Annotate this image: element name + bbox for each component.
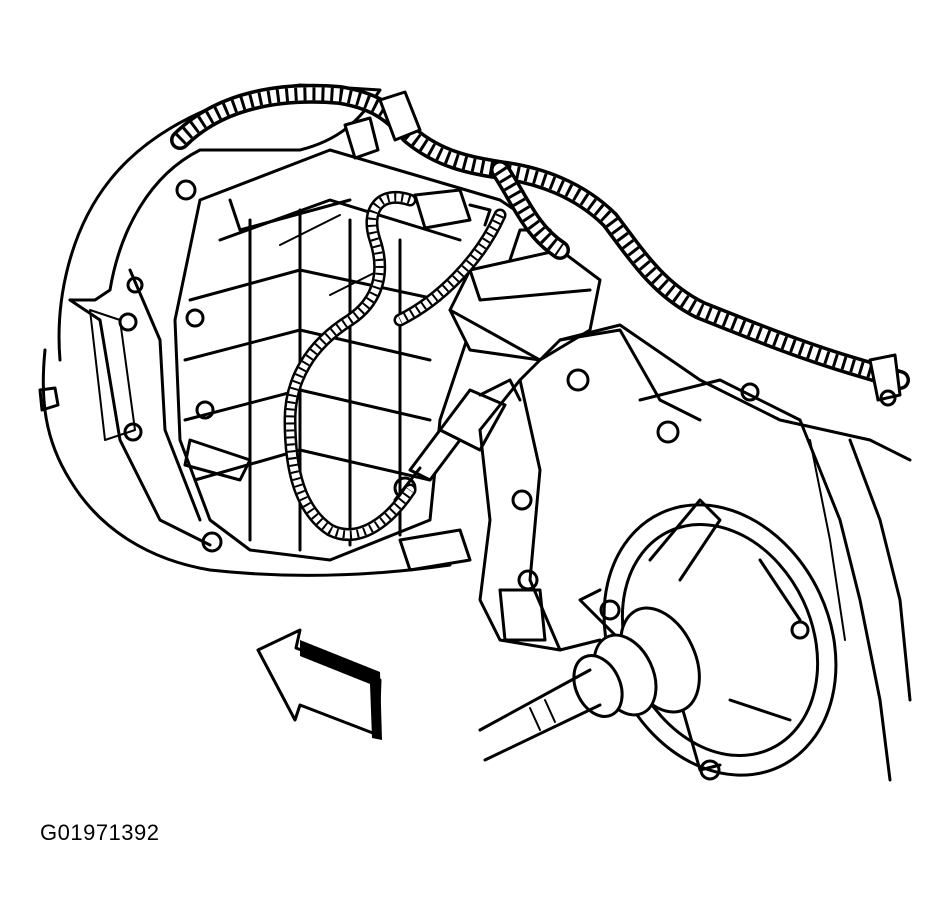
slip-yoke [478, 606, 701, 762]
shift-tower [448, 228, 602, 362]
front-direction-arrow [256, 628, 382, 740]
speed-sensor [393, 378, 522, 502]
extension-housing [478, 323, 912, 782]
bell-housing [38, 83, 452, 577]
figure-code: G01971392 [40, 820, 160, 845]
harness-connector [413, 188, 492, 230]
sensor-wire-loom [283, 190, 507, 541]
wiring-harness [170, 83, 910, 402]
transmission-case [173, 148, 562, 572]
